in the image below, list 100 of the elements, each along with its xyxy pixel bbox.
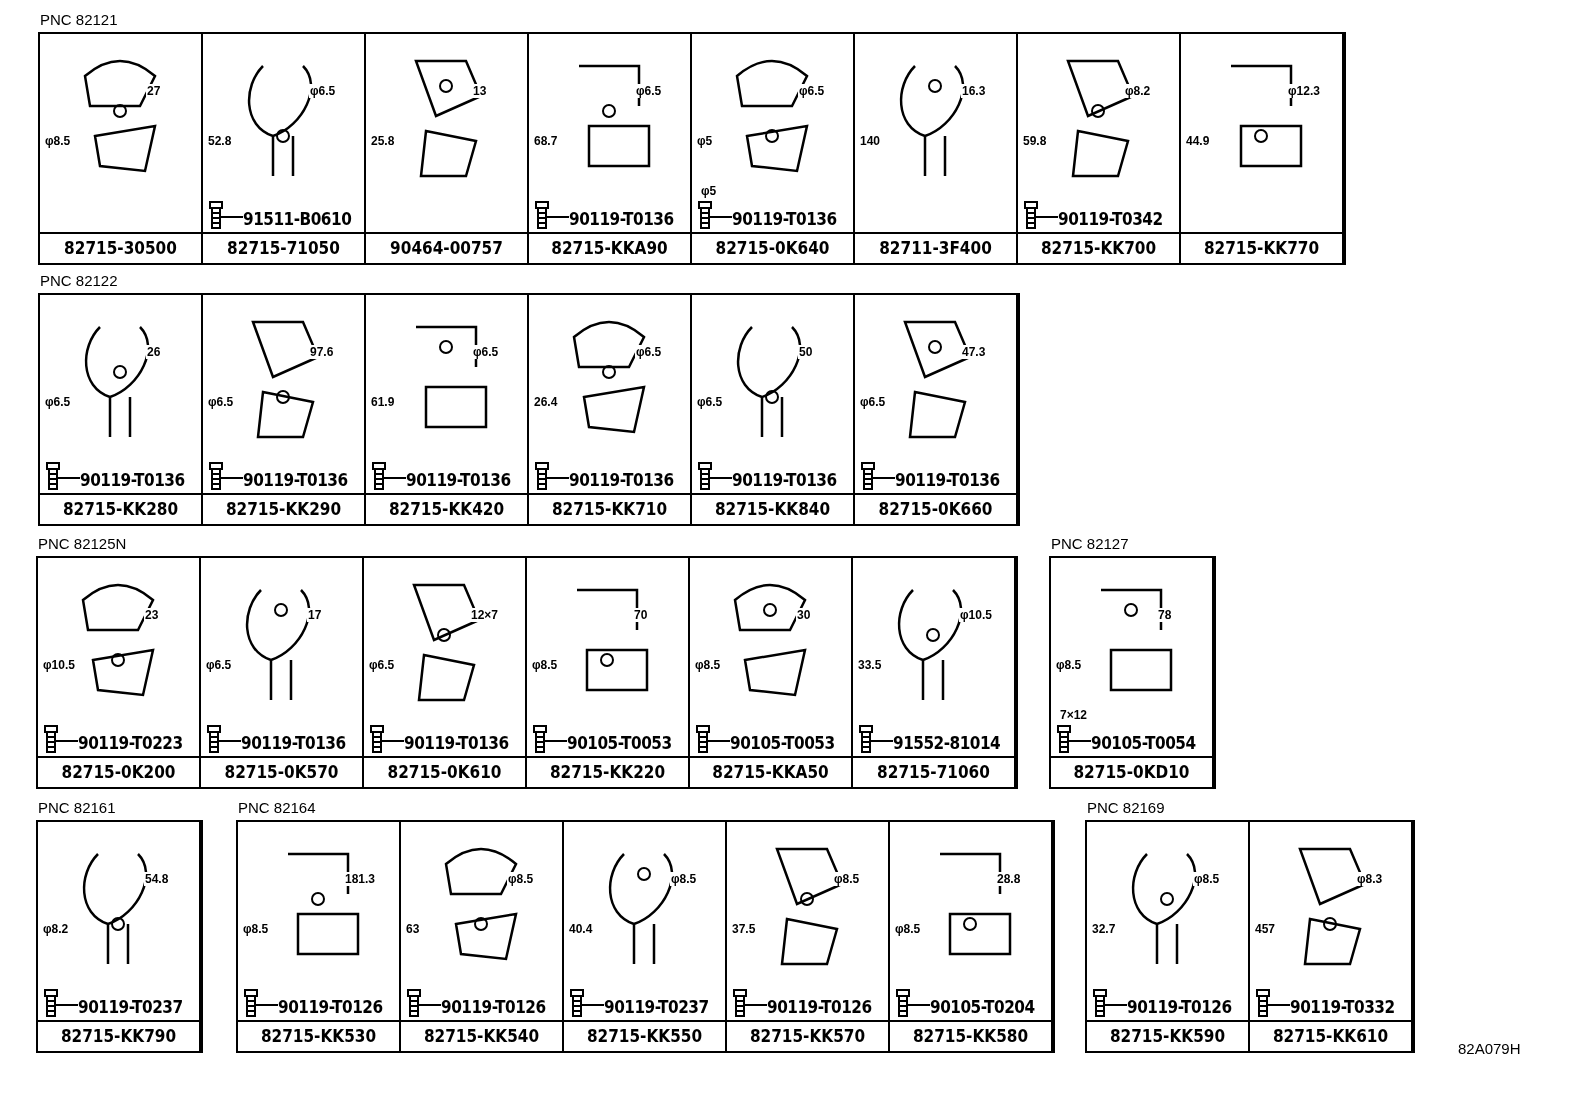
dimension-label: φ8.5: [507, 872, 535, 886]
dimension-label: 63: [405, 922, 421, 936]
part-number: 82715-KK220: [527, 756, 688, 787]
part-number: 82715-KK610: [1250, 1020, 1411, 1051]
bolt-part-number: 90105-T0054: [1091, 733, 1196, 753]
dimension-label: 47.3: [961, 345, 987, 359]
bolt-part-number: 91511-B0610: [243, 209, 352, 229]
bolt-part-number: 90105-T0204: [930, 997, 1035, 1017]
dimension-label: 54.8: [144, 872, 170, 886]
bolt-part-number: 90119-T0136: [732, 470, 837, 490]
dimension-label: 28.8: [996, 872, 1022, 886]
bolt-part-number: 90119-T0237: [78, 997, 183, 1017]
bolt-part-number: 90105-T0053: [730, 733, 835, 753]
part-number: 82715-KK710: [529, 493, 690, 524]
bolt-part-number: 90119-T0126: [278, 997, 383, 1017]
part-cell: [855, 34, 1018, 263]
dimension-label: φ8.5: [44, 134, 72, 148]
dimension-label: 32.7: [1091, 922, 1117, 936]
part-cell: [203, 295, 366, 524]
part-number: 82715-KK580: [890, 1020, 1051, 1051]
dimension-label: 61.9: [370, 395, 396, 409]
dimension-label: φ8.5: [694, 658, 722, 672]
part-cell: [690, 558, 853, 787]
dimension-label: φ8.5: [1055, 658, 1083, 672]
dimension-label: φ8.2: [1124, 84, 1152, 98]
dimension-label: φ8.5: [670, 872, 698, 886]
part-number: 82715-30500: [40, 232, 201, 263]
dimension-label: 44.9: [1185, 134, 1211, 148]
group-heading: PNC 82121: [40, 11, 118, 28]
part-number: 82715-KK570: [727, 1020, 888, 1051]
part-number: 82715-KK530: [238, 1020, 399, 1051]
dimension-label: 78: [1157, 608, 1173, 622]
part-number: 82715-71050: [203, 232, 364, 263]
dimension-label: φ5: [696, 134, 714, 148]
bolt-part-number: 90119-T0237: [604, 997, 709, 1017]
part-cell: [692, 34, 855, 263]
part-cell: [1250, 822, 1413, 1051]
part-number: 82715-KK550: [564, 1020, 725, 1051]
dimension-label: 30: [796, 608, 812, 622]
dimension-label: φ12.3: [1287, 84, 1321, 98]
part-cell: [1181, 34, 1344, 263]
dimension-label: φ6.5: [207, 395, 235, 409]
dimension-label: 23: [144, 608, 160, 622]
dimension-label: 50: [798, 345, 814, 359]
group-heading: PNC 82161: [38, 799, 116, 816]
part-cell: [853, 558, 1016, 787]
dimension-label: φ6.5: [635, 84, 663, 98]
part-number: 90464-00757: [366, 232, 527, 263]
dimension-label: φ6.5: [798, 84, 826, 98]
dimension-label: φ8.5: [833, 872, 861, 886]
dimension-label: 33.5: [857, 658, 883, 672]
part-cell: [201, 558, 364, 787]
bolt-part-number: 90119-T0136: [732, 209, 837, 229]
dimension-label: φ6.5: [859, 395, 887, 409]
dimension-label: 70: [633, 608, 649, 622]
dimension-label: φ6.5: [472, 345, 500, 359]
bolt-part-number: 90119-T0136: [406, 470, 511, 490]
part-cell: [364, 558, 527, 787]
dimension-label: φ6.5: [205, 658, 233, 672]
part-number: 82711-3F400: [855, 232, 1016, 263]
part-number: 82715-0KD10: [1051, 756, 1212, 787]
bolt-part-number: 90105-T0053: [567, 733, 672, 753]
part-cell: [238, 822, 401, 1051]
part-number: 82715-0K640: [692, 232, 853, 263]
dimension-label: φ8.3: [1356, 872, 1384, 886]
part-cell: [1087, 822, 1250, 1051]
dimension-label: 52.8: [207, 134, 233, 148]
part-number: 82715-KK540: [401, 1020, 562, 1051]
part-number: 82715-KK290: [203, 493, 364, 524]
part-cell: [890, 822, 1053, 1051]
dimension-label: φ6.5: [635, 345, 663, 359]
dimension-label: 13: [472, 84, 488, 98]
dimension-label: φ8.5: [1193, 872, 1221, 886]
dimension-label: 16.3: [961, 84, 987, 98]
dimension-label: 17: [307, 608, 323, 622]
part-number: 82715-0K200: [38, 756, 199, 787]
part-cell: [1018, 34, 1181, 263]
bolt-part-number: 90119-T0136: [404, 733, 509, 753]
bolt-part-number: 90119-T0126: [441, 997, 546, 1017]
group-heading: PNC 82169: [1087, 799, 1165, 816]
bolt-part-number: 90119-T0136: [569, 470, 674, 490]
dimension-label: 40.4: [568, 922, 594, 936]
dimension-label: 37.5: [731, 922, 757, 936]
part-number: 82715-0K570: [201, 756, 362, 787]
bolt-part-number: 90119-T0136: [80, 470, 185, 490]
part-cell: [366, 34, 529, 263]
group-heading: PNC 82127: [1051, 535, 1129, 552]
dimension-label: φ5: [700, 184, 718, 198]
dimension-label: φ6.5: [368, 658, 396, 672]
dimension-label: 68.7: [533, 134, 559, 148]
part-number: 82715-KKA50: [690, 756, 851, 787]
dimension-label: 457: [1254, 922, 1277, 936]
dimension-label: φ8.5: [531, 658, 559, 672]
bolt-part-number: 91552-81014: [893, 733, 1001, 753]
dimension-label: 140: [859, 134, 882, 148]
part-number: 82715-0K610: [364, 756, 525, 787]
part-cell: [366, 295, 529, 524]
dimension-label: φ6.5: [309, 84, 337, 98]
drawing-code: 82A079H: [1458, 1040, 1521, 1057]
part-cell: [692, 295, 855, 524]
